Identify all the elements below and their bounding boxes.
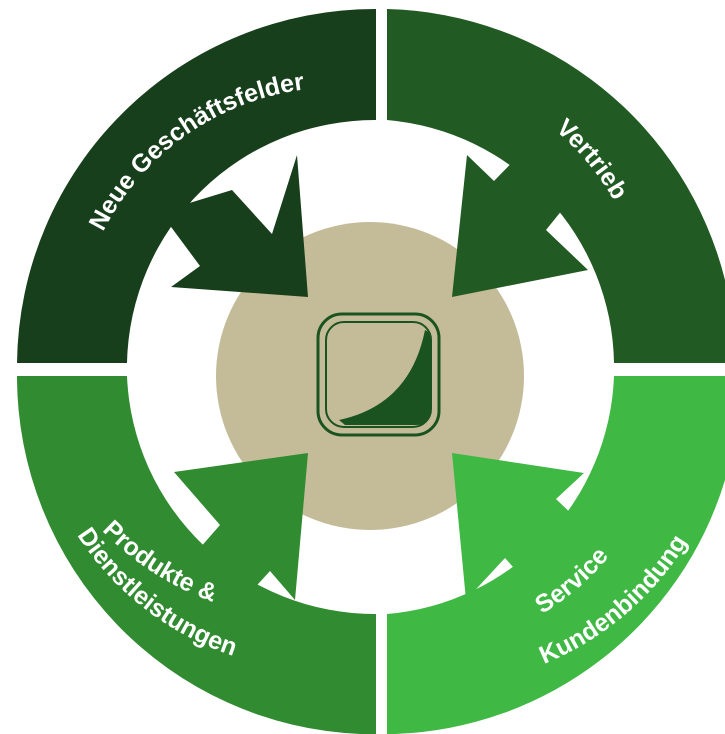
arrow-service-kundenbindung — [452, 453, 604, 603]
arrow-neue-geschaeftsfelder — [160, 155, 308, 297]
arrow-produkte-dienstleistungen — [174, 453, 308, 606]
growth-curve-icon — [316, 312, 441, 437]
segment-neue-geschaeftsfelder — [17, 8, 376, 363]
center-circle — [216, 222, 524, 530]
arrow-vertrieb — [452, 143, 588, 297]
